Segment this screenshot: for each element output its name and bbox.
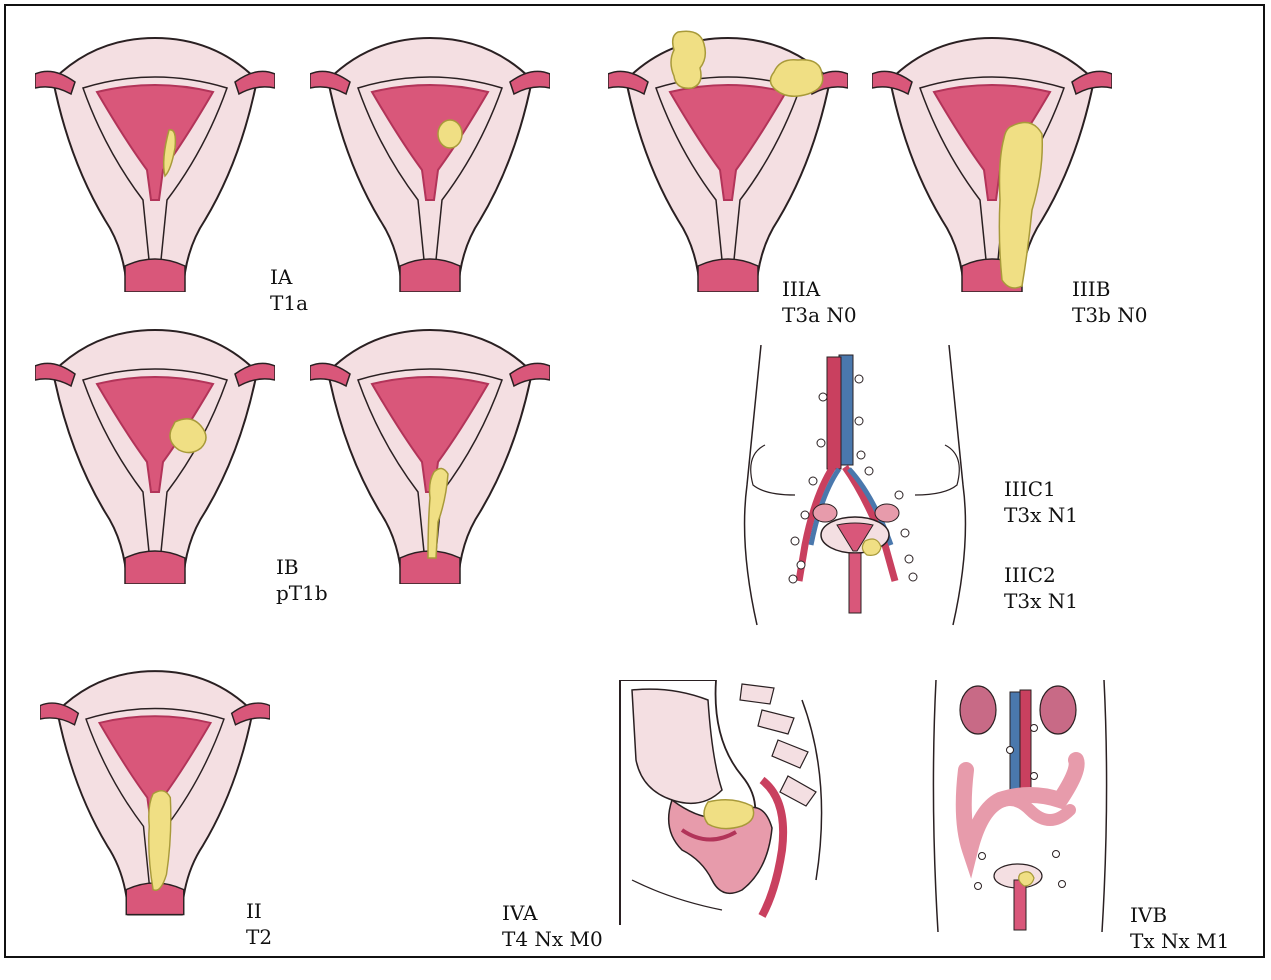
tumor-blob-serosa — [671, 31, 705, 88]
pelvis-lymph-nodes-diagram — [735, 345, 975, 630]
kidney-right — [1040, 686, 1076, 734]
pelvis-sagittal-diagram — [612, 680, 837, 925]
uterus-diagram-ib-a — [35, 322, 275, 584]
uterus-diagram-ib-b — [310, 322, 550, 584]
aorta — [827, 357, 841, 469]
kidney-left — [960, 686, 996, 734]
uterus-diagram-ia-b — [310, 30, 550, 292]
bladder — [632, 689, 722, 803]
tumor-blob — [438, 120, 462, 148]
uterus-body — [35, 38, 275, 292]
uterus-diagram-ia-a — [35, 30, 275, 292]
tumor-blob — [704, 800, 754, 829]
vertebrae — [740, 684, 816, 806]
tumor-blob — [862, 539, 881, 555]
tumor-blob-adnexa — [770, 60, 822, 97]
abdomen-metastasis-diagram — [930, 680, 1110, 932]
uterus-diagram-ii — [40, 658, 270, 920]
